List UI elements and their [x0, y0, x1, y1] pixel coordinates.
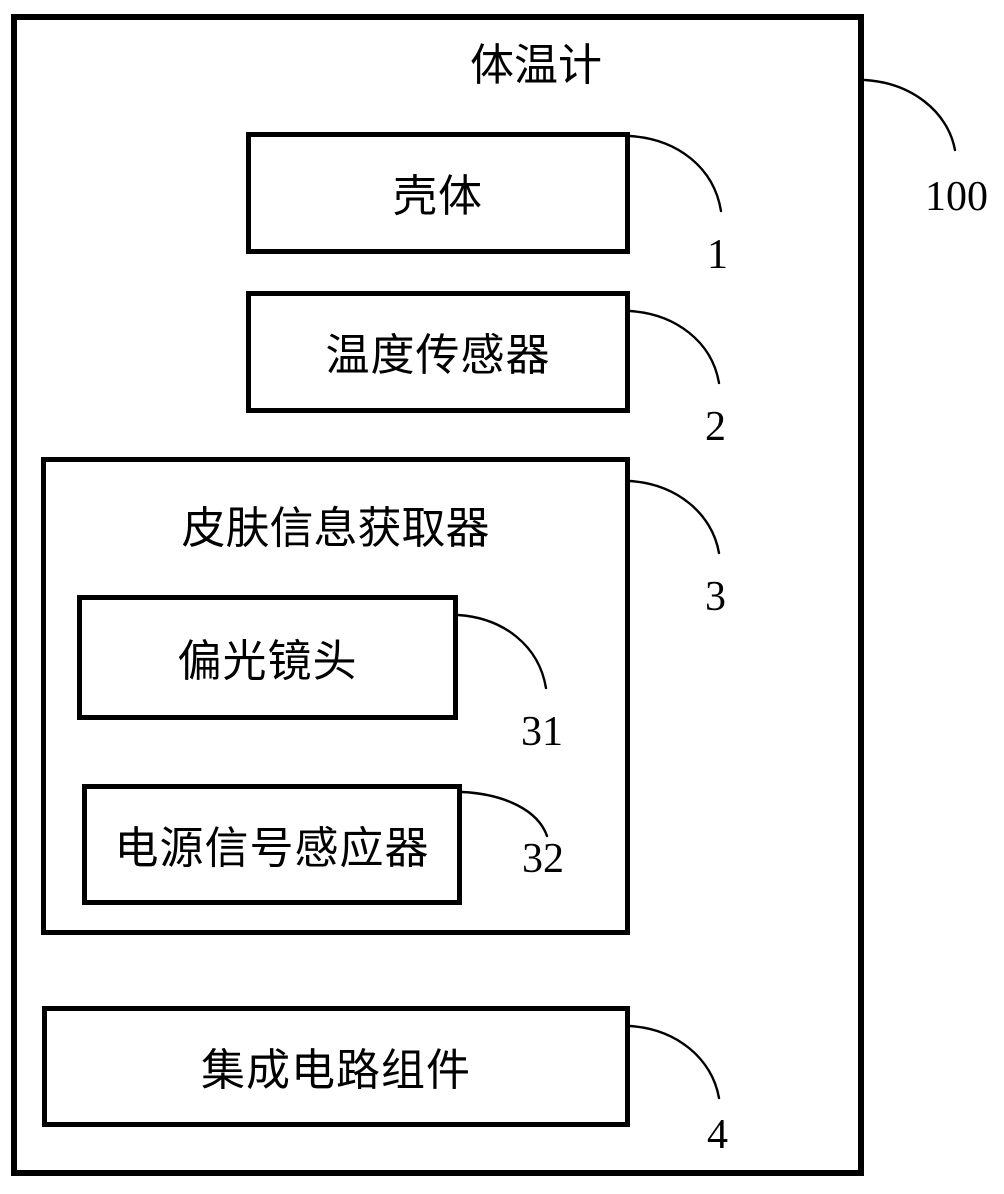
ref-num-32: 32	[522, 836, 564, 882]
block-polarizing-lens-label: 偏光镜头	[177, 636, 358, 687]
outer-frame-title: 体温计	[470, 40, 602, 91]
ref-num-3: 3	[705, 574, 726, 620]
outer-frame-thermometer	[11, 14, 864, 1176]
ref-num-100: 100	[925, 174, 988, 220]
block-skin-info-acquirer: 皮肤信息获取器 偏光镜头 电源信号感应器	[41, 457, 630, 935]
ref-num-1: 1	[707, 232, 728, 278]
block-housing-label: 壳体	[393, 171, 483, 222]
block-power-signal-sensor: 电源信号感应器	[82, 784, 462, 905]
ref-num-31: 31	[521, 709, 563, 755]
block-temperature-sensor: 温度传感器	[246, 291, 630, 413]
ref-num-4: 4	[707, 1112, 728, 1158]
block-power-signal-sensor-label: 电源信号感应器	[114, 823, 430, 874]
block-skin-info-acquirer-label: 皮肤信息获取器	[181, 503, 490, 554]
block-housing: 壳体	[246, 132, 630, 254]
block-integrated-circuit-assembly-label: 集成电路组件	[201, 1045, 471, 1096]
block-polarizing-lens: 偏光镜头	[77, 595, 458, 720]
ref-num-2: 2	[705, 404, 726, 450]
block-integrated-circuit-assembly: 集成电路组件	[42, 1006, 630, 1127]
leader-line-100	[863, 78, 957, 152]
block-temperature-sensor-label: 温度传感器	[325, 330, 551, 381]
